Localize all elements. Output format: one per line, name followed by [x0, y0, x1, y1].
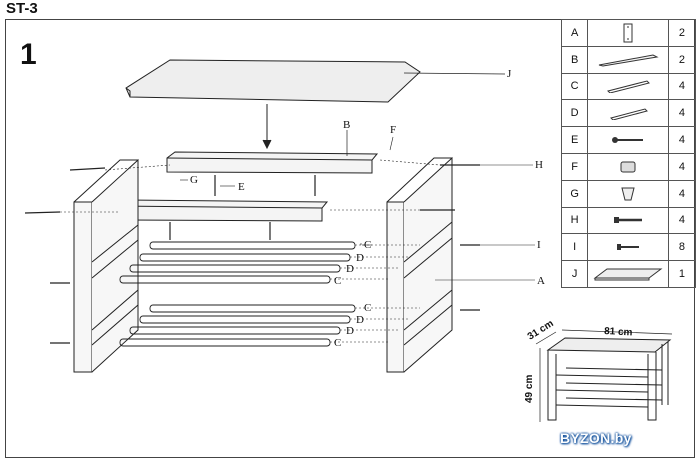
part-quantity: 4 [667, 72, 697, 101]
left-side-panel [73, 201, 93, 373]
callout-f: F [390, 124, 396, 136]
part-letter: E [560, 126, 589, 154]
callout-h: H [535, 159, 543, 171]
part-quantity: 4 [667, 206, 697, 235]
long-rail-icon [587, 45, 669, 74]
callout-c-4: C [334, 337, 341, 349]
callout-e: E [238, 181, 245, 193]
part-letter: F [560, 152, 589, 181]
callout-i: I [537, 239, 541, 251]
callout-d-3: D [356, 314, 364, 326]
part-quantity: 2 [667, 45, 697, 74]
part-quantity: 4 [667, 126, 697, 154]
part-quantity: 4 [667, 99, 697, 128]
step-number: 1 [20, 38, 37, 71]
part-quantity: 4 [667, 152, 697, 181]
part-quantity: 8 [667, 233, 697, 262]
part-letter: G [560, 179, 589, 208]
callout-c-1: C [364, 239, 371, 251]
long-dowel-icon [587, 72, 669, 101]
part-quantity: 2 [667, 19, 697, 47]
part-letter: J [560, 260, 589, 288]
part-letter: B [560, 45, 589, 74]
seat-panel-icon [587, 260, 669, 288]
finished-bench [535, 329, 673, 422]
callout-a: A [537, 275, 545, 287]
clip-icon [587, 179, 669, 208]
callout-c-2: C [334, 275, 341, 287]
brand-watermark: BYZON.by [560, 430, 632, 446]
long-screw-icon [587, 126, 669, 154]
callout-d-4: D [346, 325, 354, 337]
upper-rail [166, 151, 379, 174]
part-letter: H [560, 206, 589, 235]
part-letter: I [560, 233, 589, 262]
part-quantity: 4 [667, 179, 697, 208]
right-side-panel [386, 201, 405, 373]
callout-b: B [343, 119, 350, 131]
part-letter: A [560, 19, 589, 47]
lower-rail [117, 199, 329, 222]
callout-c-3: C [364, 302, 371, 314]
seat-panel [125, 59, 421, 103]
dimension-height: 49 cm [524, 375, 535, 403]
part-letter: D [560, 99, 589, 128]
callout-j: J [507, 68, 512, 80]
model-title: ST-3 [6, 0, 38, 17]
cam-nut-icon [587, 152, 669, 181]
dimension-width: 81 cm [604, 326, 633, 338]
short-screw-icon [587, 233, 669, 262]
part-letter: C [560, 72, 589, 101]
bracket-plate-icon [587, 19, 669, 47]
dowels [119, 241, 356, 347]
callout-d-2: D [346, 263, 354, 275]
short-dowel-icon [587, 99, 669, 128]
part-quantity: 1 [667, 260, 697, 288]
callout-g: G [190, 174, 198, 186]
dimension-depth: 31 cm [526, 318, 556, 342]
bolt-icon [587, 206, 669, 235]
callout-d-1: D [356, 252, 364, 264]
